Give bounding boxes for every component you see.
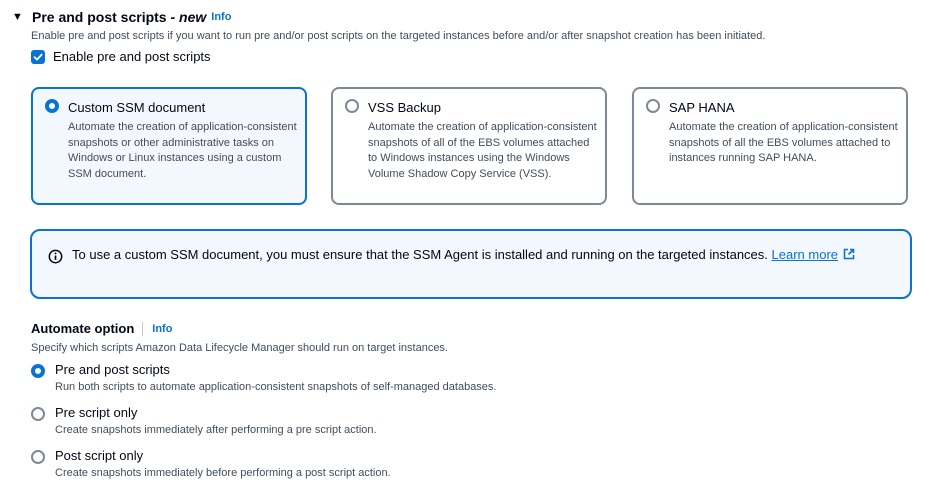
section-info-link[interactable]: Info	[211, 11, 232, 23]
checkmark-icon	[33, 53, 43, 60]
automate-option-title: Automate option	[31, 321, 135, 336]
tile-description: Automate the creation of application-con…	[669, 121, 898, 164]
enable-scripts-label: Enable pre and post scripts	[53, 49, 211, 64]
option-radio[interactable]	[31, 407, 45, 421]
alert-text: To use a custom SSM document, you must e…	[72, 245, 892, 265]
automate-option-description: Specify which scripts Amazon Data Lifecy…	[31, 342, 448, 354]
option-description: Create snapshots immediately after perfo…	[55, 424, 377, 436]
section-title: Pre and post scripts - new	[32, 9, 207, 25]
option-radio[interactable]	[31, 364, 45, 378]
automate-option-header: Automate option Info	[31, 321, 172, 336]
divider	[142, 321, 144, 336]
tile-title: Custom SSM document	[68, 100, 206, 115]
option-description: Create snapshots immediately before perf…	[55, 467, 391, 479]
tile-radio[interactable]	[646, 99, 660, 113]
caret-down-icon[interactable]: ▼	[12, 11, 23, 23]
tile-sap-hana[interactable]: SAP HANA Automate the creation of applic…	[632, 87, 908, 205]
option-radio[interactable]	[31, 450, 45, 464]
option-label: Pre and post scripts	[55, 362, 170, 377]
enable-scripts-checkbox-row[interactable]: Enable pre and post scripts	[31, 49, 211, 64]
new-tag: new	[179, 9, 207, 25]
section-description: Enable pre and post scripts if you want …	[31, 30, 766, 42]
tile-title: VSS Backup	[368, 100, 441, 115]
tile-title: SAP HANA	[669, 100, 735, 115]
tile-custom-ssm-document[interactable]: Custom SSM document Automate the creatio…	[31, 87, 307, 205]
learn-more-link[interactable]: Learn more	[771, 247, 839, 262]
tile-vss-backup[interactable]: VSS Backup Automate the creation of appl…	[331, 87, 607, 205]
tile-description: Automate the creation of application-con…	[368, 121, 597, 180]
external-link-icon[interactable]	[842, 247, 856, 261]
option-label: Post script only	[55, 448, 144, 463]
automate-info-link[interactable]: Info	[152, 322, 173, 335]
info-circle-icon	[48, 249, 63, 264]
tile-radio[interactable]	[45, 99, 59, 113]
info-alert: To use a custom SSM document, you must e…	[30, 229, 912, 299]
tile-description: Automate the creation of application-con…	[68, 121, 297, 180]
option-label: Pre script only	[55, 405, 138, 420]
section-header[interactable]: ▼ Pre and post scripts - new Info	[12, 9, 231, 25]
tile-radio[interactable]	[345, 99, 359, 113]
enable-scripts-checkbox[interactable]	[31, 49, 45, 64]
option-description: Run both scripts to automate application…	[55, 381, 497, 393]
